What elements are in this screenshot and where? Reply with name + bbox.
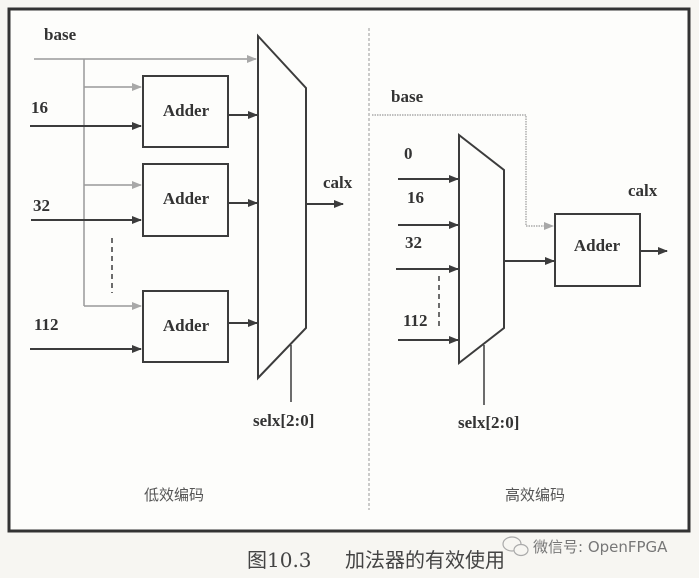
- adder-block: [142, 163, 229, 237]
- watermark-text: 微信号: OpenFPGA: [533, 538, 668, 556]
- right-input-label: 32: [405, 233, 422, 252]
- adder-label: Adder: [574, 236, 621, 255]
- right-base-label: base: [391, 87, 424, 106]
- figure-caption-number: 图10.3: [247, 548, 312, 572]
- adder-block: [142, 290, 229, 363]
- adder-block: [142, 75, 229, 148]
- left-input-label: 32: [33, 196, 50, 215]
- left-base-label: base: [44, 25, 77, 44]
- left-select-label: selx[2:0]: [253, 411, 314, 430]
- left-input-label: 16: [31, 98, 48, 117]
- right-output-label: calx: [628, 181, 658, 200]
- adder-label: Adder: [163, 101, 210, 120]
- right-panel: base 0 16 32 112 selx[2:0] Adder calx 高效…: [372, 87, 668, 504]
- left-panel-title: 低效编码: [144, 486, 204, 504]
- right-input-label: 16: [407, 188, 424, 207]
- wechat-icon: [502, 536, 529, 557]
- right-select-label: selx[2:0]: [458, 413, 519, 432]
- figure-frame: [7, 7, 691, 533]
- right-panel-title: 高效编码: [505, 486, 565, 504]
- right-base-wire: [372, 114, 554, 230]
- right-input-label: 112: [403, 311, 428, 330]
- adder-label: Adder: [163, 189, 210, 208]
- left-base-wires: [34, 55, 257, 310]
- multiplexer: [458, 132, 505, 366]
- left-panel: base 16 32 112 Adder Adder Adder: [30, 25, 353, 504]
- left-input-label: 112: [34, 315, 59, 334]
- adder-label: Adder: [163, 316, 210, 335]
- figure-caption-title: 加法器的有效使用: [345, 548, 505, 572]
- right-input-label: 0: [404, 144, 413, 163]
- left-output-label: calx: [323, 173, 353, 192]
- multiplexer: [257, 33, 307, 381]
